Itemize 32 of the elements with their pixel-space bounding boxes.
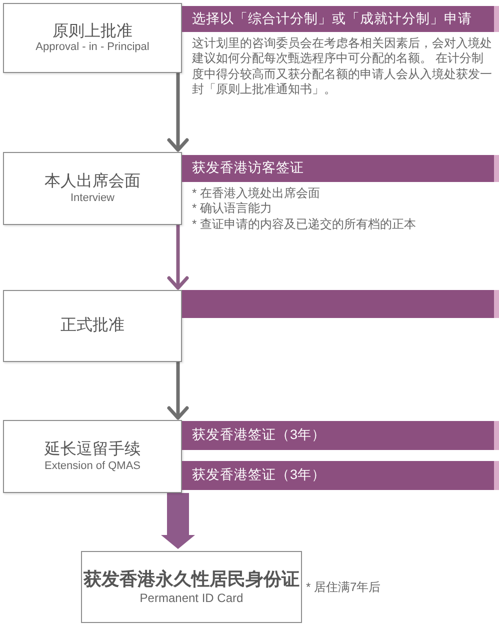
step-subtitle: Interview <box>70 192 115 205</box>
header-bar <box>182 155 499 182</box>
block-arrow <box>161 493 195 549</box>
header-text: 获发香港签证（3年） <box>192 427 326 444</box>
step-title: 正式批准 <box>60 316 124 336</box>
header-bar <box>182 461 499 490</box>
bullet-item: * 查证申请的内容及已递交的所有档的正本 <box>192 216 418 232</box>
step-title: 延长逗留手续 <box>44 440 140 460</box>
header-bar <box>182 290 499 318</box>
header-text: 选择以「综合计分制」或「成就计分制」申请 <box>192 10 472 28</box>
step-box <box>3 152 182 225</box>
result-box <box>81 551 302 623</box>
step-subtitle: Extension of QMAS <box>44 460 140 473</box>
bullet-item: * 在香港入境处出席会面 <box>192 186 322 202</box>
arrow <box>167 73 189 152</box>
header-text: 获发香港签证（3年） <box>192 467 326 484</box>
result-subtitle: Permanent ID Card <box>140 590 244 605</box>
step-title: 本人出席会面 <box>44 172 140 192</box>
note-text: * 居住满7年后 <box>306 580 382 596</box>
header-bar <box>182 6 499 32</box>
step-subtitle: Approval - in - Principal <box>36 41 150 54</box>
header-bar <box>182 421 499 450</box>
description-text: 这计划里的咨询委员会在考虑各相关因素后，会对入境处建议如何分配每次甄选程序中可分配的名额。 在计分制度中得分较高而又获分配名额的申请人会从入境处获发一封「原则上批准通知书」。 <box>192 36 492 98</box>
arrow <box>167 225 189 290</box>
step-title: 原则上批准 <box>52 22 132 41</box>
step-box <box>3 290 182 362</box>
result-title: 获发香港永久性居民身份证 <box>84 569 300 591</box>
bullet-item: * 确认语言能力 <box>192 201 274 217</box>
header-text: 获发香港访客签证 <box>192 160 304 177</box>
arrow <box>167 362 189 420</box>
step-box <box>3 3 182 73</box>
step-box <box>3 420 182 493</box>
